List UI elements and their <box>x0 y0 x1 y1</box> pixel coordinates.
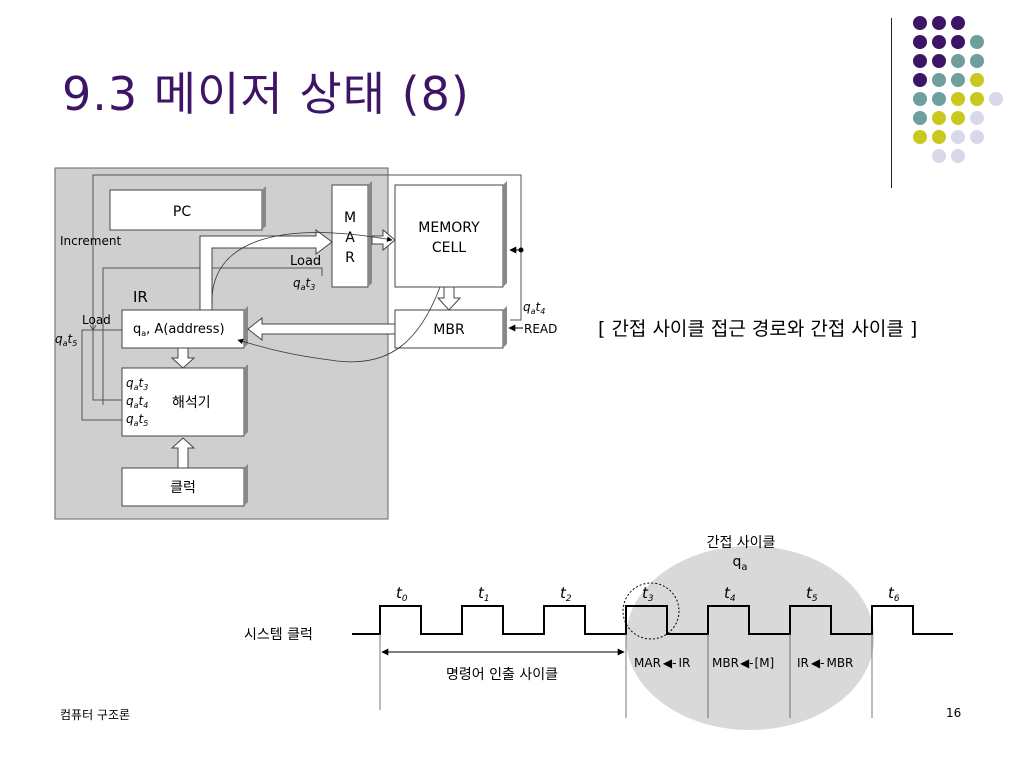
decorative-dot <box>951 54 965 68</box>
decorative-dot <box>951 149 965 163</box>
decorative-dot <box>970 73 984 87</box>
indirect-cycle-label: 간접 사이클 <box>707 535 776 551</box>
mar-to-memory-arrow <box>371 228 396 252</box>
decorative-dot <box>932 35 946 49</box>
ir-load-signal: qat5 <box>55 332 77 348</box>
decorative-dot <box>970 54 984 68</box>
footer-course-title: 컴퓨터 구조론 <box>60 708 131 722</box>
tick-label-t3: t3 <box>642 584 654 604</box>
read-label: READ <box>524 322 557 336</box>
tick-label-t0: t0 <box>396 584 408 604</box>
decorative-dot <box>913 35 927 49</box>
ir-register <box>121 309 245 349</box>
decorative-dot <box>951 35 965 49</box>
block-diagram: PC M A R MEMORY CELL MBR IR qa, A(addres… <box>54 167 557 520</box>
control-loop-read <box>92 174 522 321</box>
decorative-dot <box>932 54 946 68</box>
decoder-signal-qat5: qat5 <box>126 412 148 428</box>
decorative-dot <box>951 92 965 106</box>
decorative-dot <box>970 35 984 49</box>
tick-label-t4: t4 <box>724 584 736 604</box>
decorative-dot <box>913 111 927 125</box>
mar-load-signal: qat3 <box>293 276 315 292</box>
header-divider <box>891 18 892 188</box>
ir-to-mar-arrow <box>199 229 333 311</box>
decorative-dot <box>913 92 927 106</box>
mar-register <box>331 184 369 288</box>
slide-title: 9.3 메이저 상태 (8) <box>62 67 470 121</box>
mar-letter-a: A <box>345 230 355 246</box>
increment-label: Increment <box>60 234 121 248</box>
mar-load-label: Load <box>290 254 321 269</box>
mbr-to-ir-arrow <box>247 316 396 342</box>
decorative-dot <box>970 92 984 106</box>
decorative-dot <box>932 73 946 87</box>
decorative-dot <box>951 73 965 87</box>
mar-letter-r: R <box>345 250 355 266</box>
decoder-signal-qat3: qat3 <box>126 376 148 392</box>
decorative-dot <box>951 130 965 144</box>
decoder-label: 해석기 <box>172 395 211 411</box>
control-line-increment <box>92 292 122 401</box>
pc-register <box>109 189 263 231</box>
decorative-dot <box>951 111 965 125</box>
page-number: 16 <box>946 706 962 720</box>
decorative-dot <box>932 149 946 163</box>
qa-label: qa <box>732 554 747 573</box>
tick-label-t6: t6 <box>888 584 900 604</box>
ir-to-decoder-arrow <box>170 347 196 369</box>
timing-diagram: 간접 사이클 qa 시스템 클럭 t0 t1 t2 t3 t4 t5 t6 명령… <box>244 535 953 730</box>
decorative-dot <box>932 130 946 144</box>
clock-waveform <box>352 605 953 635</box>
memory-label-line2: CELL <box>432 240 466 256</box>
decorative-dot <box>932 111 946 125</box>
decorative-dot <box>970 130 984 144</box>
clock-to-decoder-arrow <box>170 437 196 469</box>
system-clock-label: 시스템 클럭 <box>244 627 313 643</box>
fetch-cycle-label: 명령어 인출 사이클 <box>446 667 558 683</box>
indirect-path-memory-to-ir <box>237 286 441 363</box>
decorative-dot <box>989 92 1003 106</box>
read-signal: qat4 <box>523 300 545 316</box>
mbr-label: MBR <box>433 322 465 338</box>
memory-to-mbr-arrow <box>436 286 462 311</box>
ir-load-label: Load <box>82 313 111 327</box>
decorative-dot <box>913 73 927 87</box>
memory-label-line1: MEMORY <box>418 220 480 236</box>
memory-cell <box>394 184 504 288</box>
decorative-dot <box>913 54 927 68</box>
decorative-dot <box>951 16 965 30</box>
mar-letter-m: M <box>344 210 356 226</box>
pc-label: PC <box>173 204 191 220</box>
decorative-dot <box>913 130 927 144</box>
ir-label: IR <box>133 288 148 306</box>
tick-label-t2: t2 <box>560 584 572 604</box>
transfer-1: MAR◀-IR <box>634 656 690 670</box>
decoder-signal-qat4: qat4 <box>126 394 148 410</box>
diagram-caption: [ 간접 사이클 접근 경로와 간접 사이클 ] <box>598 318 918 340</box>
decorative-dot <box>932 16 946 30</box>
decorative-dot <box>970 111 984 125</box>
tick-label-t1: t1 <box>478 584 490 604</box>
clock-label: 클럭 <box>170 480 196 496</box>
ir-content: qa, A(address) <box>133 322 225 338</box>
t3-highlight-circle <box>622 582 680 640</box>
tick-label-t5: t5 <box>806 584 818 604</box>
transfer-2: MBR◀-[M] <box>712 656 774 670</box>
indirect-path-ir-to-memory <box>211 232 393 305</box>
indirect-cycle-region <box>626 546 874 730</box>
decorative-dot <box>913 16 927 30</box>
transfer-3: IR◀-MBR <box>797 656 853 670</box>
decorative-dot <box>932 92 946 106</box>
